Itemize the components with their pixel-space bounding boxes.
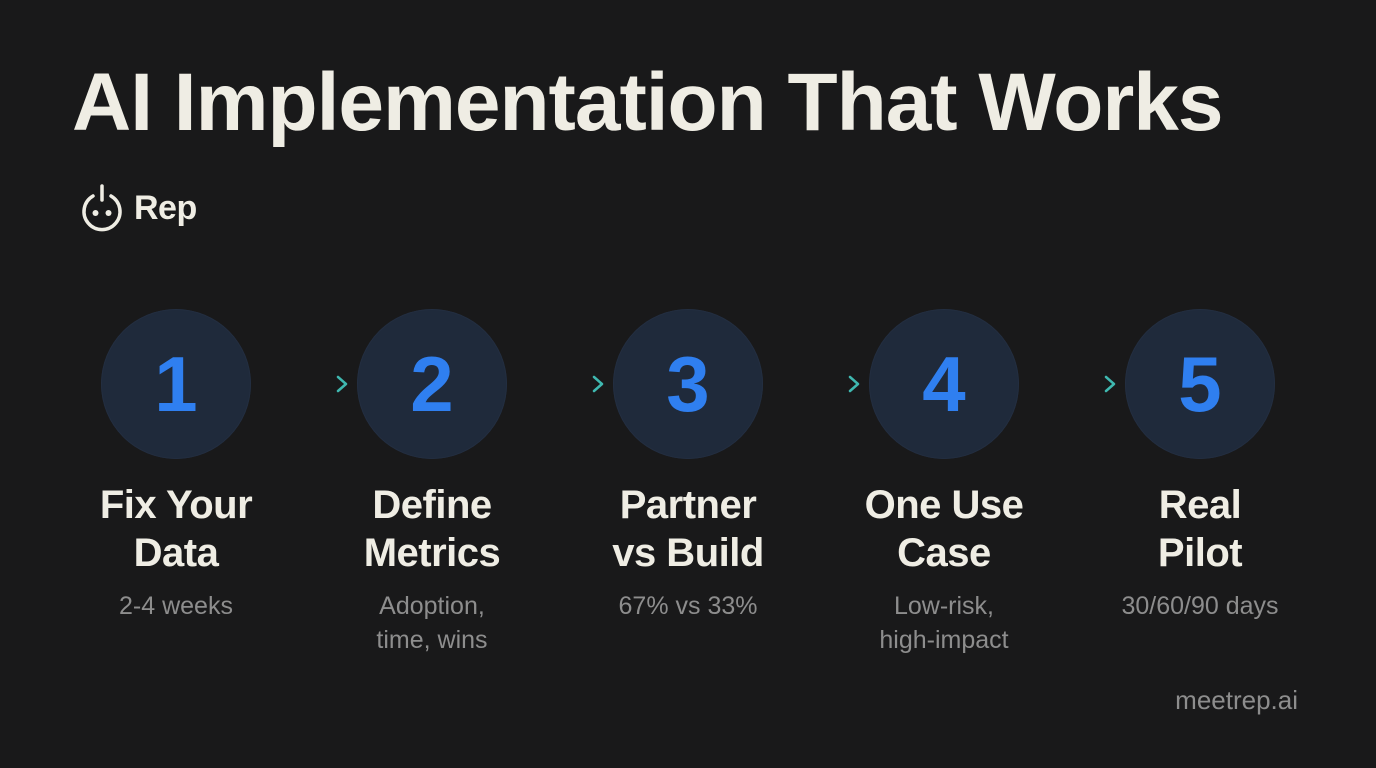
arrow-right-icon (1026, 374, 1118, 394)
step-2: 2 Define Metrics Adoption, time, wins (312, 309, 552, 657)
step-title: One Use Case (864, 483, 1024, 575)
step-5: 5 Real Pilot 30/60/90 days (1080, 309, 1320, 623)
page-title: AI Implementation That Works (72, 57, 1224, 148)
step-number: 1 (154, 340, 198, 428)
step-subtitle: Adoption, time, wins (376, 592, 488, 654)
step-number-circle: 3 (613, 309, 763, 459)
arrow-right-icon (514, 374, 606, 394)
step-title: Fix Your Data (99, 483, 253, 575)
step-number: 2 (410, 340, 454, 428)
step-number-circle: 5 (1125, 309, 1275, 459)
step-number: 5 (1178, 340, 1222, 428)
step-1: 1 Fix Your Data 2-4 weeks (56, 309, 296, 623)
step-subtitle: 30/60/90 days (1121, 592, 1279, 620)
step-number: 3 (666, 340, 710, 428)
step-subtitle: 67% vs 33% (618, 592, 758, 620)
brand-logo: Rep (78, 182, 197, 234)
arrow-right-icon (770, 374, 862, 394)
step-subtitle: Low-risk, high-impact (879, 592, 1009, 654)
step-4: 4 One Use Case Low-risk, high-impact (824, 309, 1064, 657)
step-title: Define Metrics (363, 483, 501, 575)
brand-name: Rep (134, 188, 197, 227)
arrow-right-icon (258, 374, 350, 394)
step-number-circle: 1 (101, 309, 251, 459)
power-smile-icon (82, 184, 122, 232)
step-3: 3 Partner vs Build 67% vs 33% (568, 309, 808, 623)
step-title: Partner vs Build (612, 483, 764, 575)
step-number-circle: 2 (357, 309, 507, 459)
step-subtitle: 2-4 weeks (119, 592, 233, 620)
step-number-circle: 4 (869, 309, 1019, 459)
step-title: Real Pilot (1157, 483, 1243, 575)
step-number: 4 (922, 340, 966, 428)
footer-url: meetrep.ai (1175, 685, 1298, 715)
